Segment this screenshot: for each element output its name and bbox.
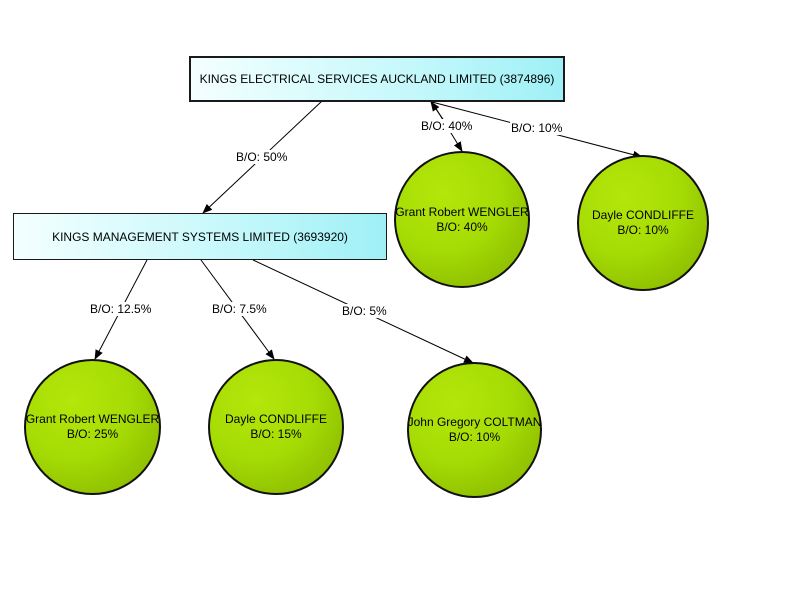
person-node-john-coltman[interactable]: John Gregory COLTMAN B/O: 10%	[407, 362, 542, 498]
company-node-kings-electrical[interactable]: KINGS ELECTRICAL SERVICES AUCKLAND LIMIT…	[189, 56, 565, 102]
person-bo: B/O: 15%	[250, 427, 302, 441]
person-bo: B/O: 25%	[66, 427, 119, 441]
person-node-dayle-condliffe-bottom[interactable]: Dayle CONDLIFFE B/O: 15%	[208, 359, 344, 495]
person-node-dayle-condliffe-top[interactable]: Dayle CONDLIFFE B/O: 10%	[577, 155, 709, 291]
edge-label-dayle-top: B/O: 10%	[510, 121, 564, 135]
person-name: John Gregory COLTMAN	[407, 415, 542, 429]
edge-line-grant-top-back	[430, 101, 446, 123]
person-name: Grant Robert WENGLER	[25, 412, 160, 426]
person-name: Grant Robert WENGLER	[395, 204, 529, 219]
person-bo: B/O: 40%	[436, 219, 488, 234]
person-bo: B/O: 10%	[617, 223, 669, 237]
company-name: KINGS MANAGEMENT SYSTEMS LIMITED (369392…	[52, 229, 348, 244]
edge-label-grant-top: B/O: 40%	[420, 119, 474, 133]
company-node-kings-management[interactable]: KINGS MANAGEMENT SYSTEMS LIMITED (369392…	[13, 213, 387, 260]
person-bo: B/O: 10%	[448, 430, 501, 444]
edge-label-top-to-sub: B/O: 50%	[235, 150, 289, 164]
company-name: KINGS ELECTRICAL SERVICES AUCKLAND LIMIT…	[199, 72, 555, 86]
edge-label-dayle-bottom: B/O: 7.5%	[211, 302, 268, 316]
edge-label-john: B/O: 5%	[341, 304, 388, 318]
edge-label-grant-bottom: B/O: 12.5%	[89, 302, 153, 316]
person-name: Dayle CONDLIFFE	[224, 412, 328, 426]
person-node-grant-wengler-top[interactable]: Grant Robert WENGLER B/O: 40%	[394, 151, 530, 288]
person-node-grant-wengler-bottom[interactable]: Grant Robert WENGLER B/O: 25%	[24, 359, 161, 495]
person-name: Dayle CONDLIFFE	[591, 208, 695, 222]
